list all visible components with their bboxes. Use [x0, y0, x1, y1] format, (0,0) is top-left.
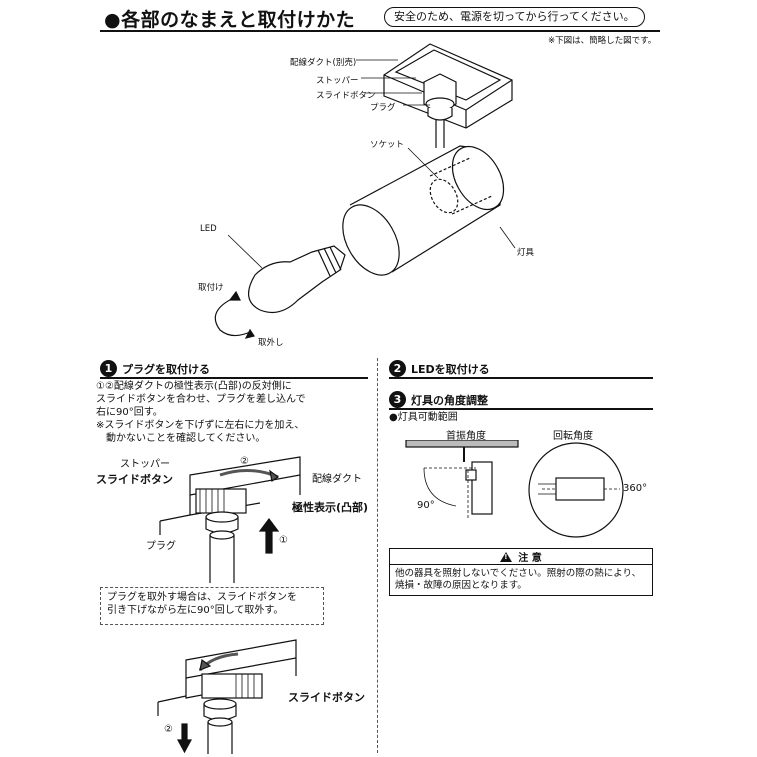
section2-header: 2 LEDを取付ける — [389, 360, 490, 377]
section3-rule — [389, 408, 653, 410]
fig2-slide-button-label: スライドボタン — [288, 691, 365, 704]
section2-title: LEDを取付ける — [411, 362, 490, 376]
rotate-angle-label: 回転角度 — [553, 431, 593, 442]
label-remove: 取外し — [258, 338, 284, 348]
label-socket: ソケット — [370, 140, 405, 150]
fig1-step1-label: ① — [279, 535, 288, 546]
diagram-note: ※下図は、簡略した図です。 — [548, 36, 657, 46]
stem — [435, 120, 445, 148]
caution-box: 注 意 他の器具を照射しないでください。照射の際の熱により、 焼損・故障の原因と… — [389, 548, 653, 596]
page-title: ●各部のなまえと取付けかた — [104, 9, 356, 31]
label-slide-button: スライドボタン — [316, 91, 376, 101]
caution-title: 注 意 — [518, 553, 542, 564]
removal-note-line: プラグを取外す場合は、スライドボタンを — [107, 592, 297, 603]
plug-attach-diagram — [159, 456, 301, 583]
fig1-slide-button-label: スライドボタン — [96, 473, 173, 486]
caution-body: 他の器具を照射しないでください。照射の際の熱により、 焼損・故障の原因となります… — [390, 565, 652, 595]
removal-note-box: プラグを取外す場合は、スライドボタンを 引き下げながら左に90°回して取外す。 — [100, 587, 324, 625]
tilt-range-diagram — [405, 440, 519, 520]
caution-header: 注 意 — [390, 549, 652, 565]
caution-line: 焼損・故障の原因となります。 — [395, 580, 527, 591]
section3-title: 灯具の角度調整 — [411, 393, 488, 407]
rotate-range-diagram — [528, 442, 624, 538]
safety-note: 安全のため、電源を切ってから行ってください。 — [384, 7, 645, 27]
label-led: LED — [200, 224, 217, 234]
section1-number: 1 — [100, 360, 117, 377]
fig1-plug-label: プラグ — [146, 541, 176, 552]
instruction-line: 右に90°回す。 — [96, 407, 163, 418]
section2-rule — [389, 377, 653, 379]
title-rule — [100, 30, 660, 32]
main-fixture-diagram — [214, 43, 516, 339]
fig2-step2-label: ② — [164, 724, 173, 735]
warning-icon — [500, 551, 513, 562]
section1-instructions: ①②配線ダクトの極性表示(凸部)の反対側に スライドボタンを合わせ、プラグを差し… — [96, 380, 306, 445]
section1-header: 1 プラグを取付ける — [100, 360, 210, 377]
rotate-value: 360° — [623, 483, 648, 494]
fig1-track-label: 配線ダクト — [312, 474, 362, 485]
instruction-line: ①②配線ダクトの極性表示(凸部)の反対側に — [96, 381, 292, 392]
instruction-line: ※スライドボタンを下げずに左右に力を加え、 — [96, 420, 305, 431]
caution-line: 他の器具を照射しないでください。照射の際の熱により、 — [395, 568, 642, 579]
section1-rule — [100, 377, 368, 379]
tilt-value: 90° — [417, 500, 435, 511]
label-stopper: ストッパー — [316, 76, 359, 86]
section3-subtitle: ●灯具可動範囲 — [389, 412, 458, 423]
instruction-line: スライドボタンを合わせ、プラグを差し込んで — [96, 394, 306, 405]
fig1-stopper-label: ストッパー — [120, 459, 170, 470]
section2-number: 2 — [389, 360, 406, 377]
instruction-line: 動かないことを確認してください。 — [96, 433, 266, 444]
plug-remove-diagram — [157, 639, 297, 754]
fig1-step2-label: ② — [240, 456, 249, 467]
tilt-angle-label: 首振角度 — [446, 431, 486, 442]
label-track: 配線ダクト(別売) — [290, 58, 357, 68]
section1-title: プラグを取付ける — [122, 362, 210, 376]
label-attach: 取付け — [198, 283, 224, 293]
removal-note-line: 引き下げながら左に90°回して取外す。 — [107, 605, 284, 616]
led-bulb — [248, 245, 346, 313]
fig1-polarity-label: 極性表示(凸部) — [292, 501, 369, 514]
label-plug: プラグ — [370, 103, 396, 113]
rotate-arrows — [214, 295, 251, 337]
section3-header: 3 灯具の角度調整 — [389, 391, 488, 408]
column-divider — [377, 358, 378, 753]
label-fixture: 灯具 — [517, 248, 535, 258]
section3-number: 3 — [389, 391, 406, 408]
